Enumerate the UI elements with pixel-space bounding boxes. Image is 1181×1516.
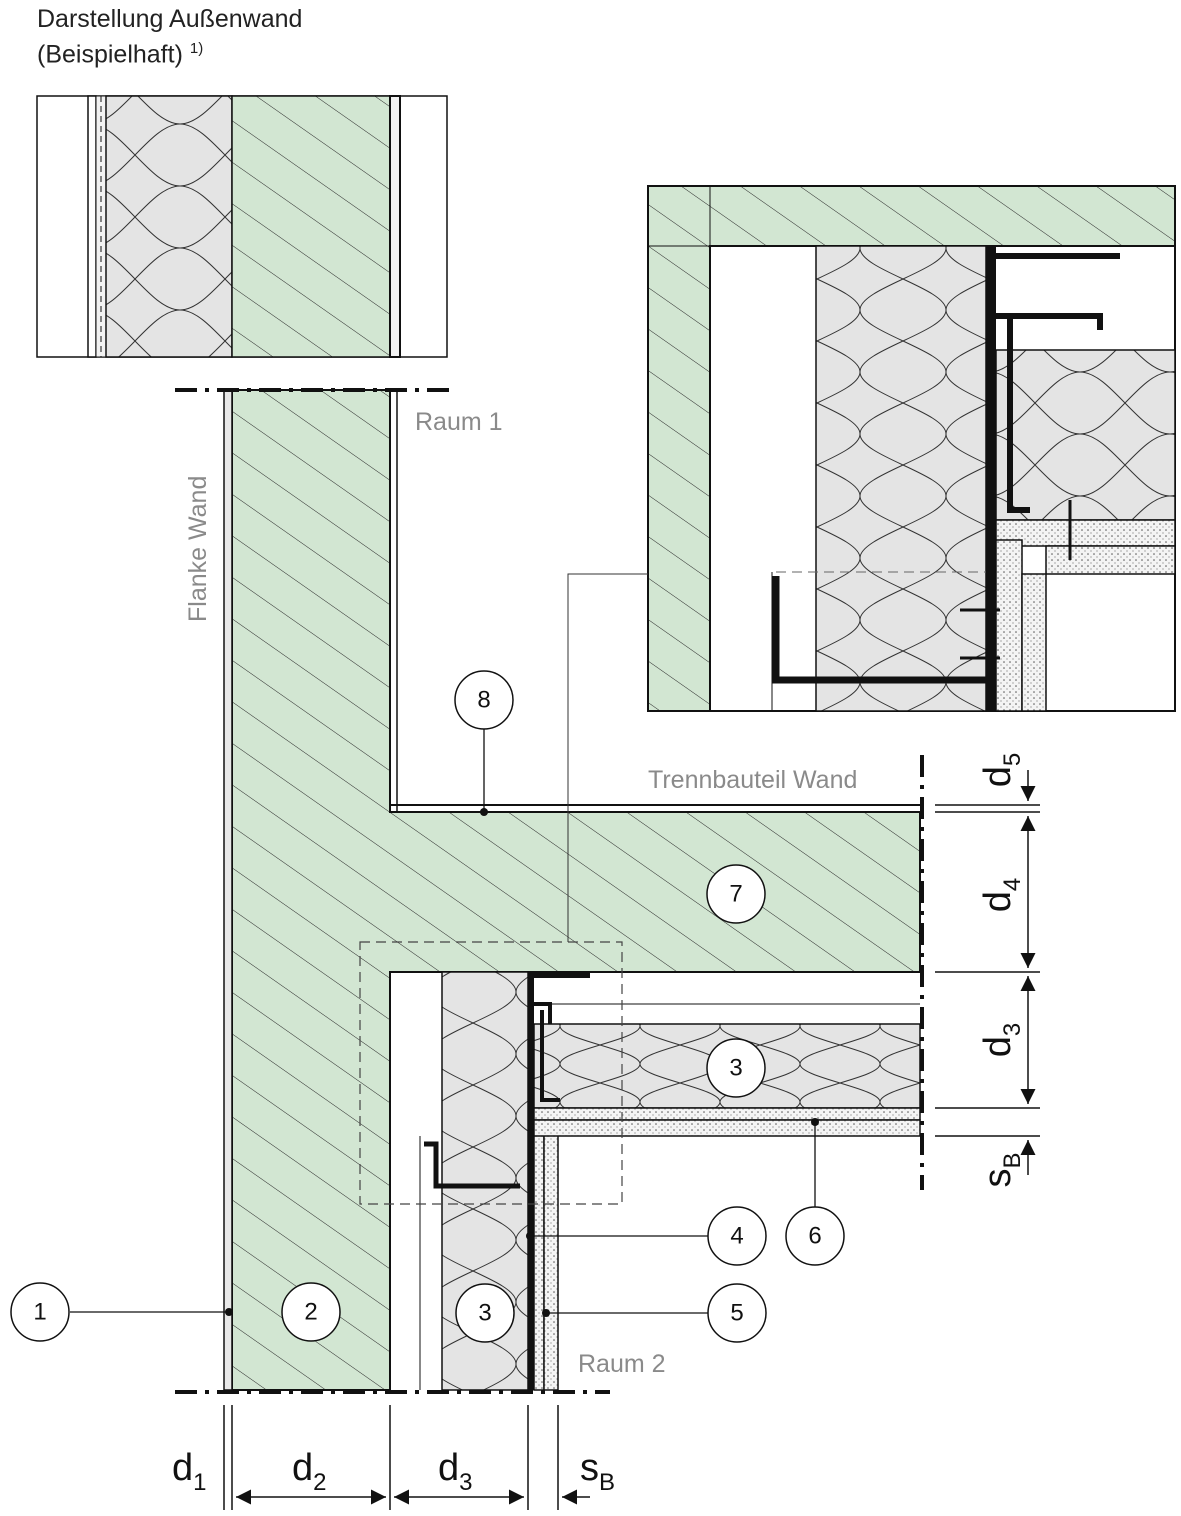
dim-d3-right: d3 <box>977 1023 1026 1058</box>
callout-1: 1 <box>10 1282 70 1342</box>
callout-7: 7 <box>706 864 766 924</box>
svg-text:4: 4 <box>730 1223 743 1250</box>
svg-text:8: 8 <box>477 687 490 714</box>
svg-text:3: 3 <box>729 1055 742 1082</box>
callout-5: 5 <box>707 1283 767 1343</box>
label-flanke-wand: Flanke Wand <box>184 476 212 622</box>
cut-lines <box>175 388 924 1394</box>
zoom-leader <box>567 573 648 942</box>
label-raum-2: Raum 2 <box>578 1350 666 1378</box>
leader-dots <box>225 808 819 1317</box>
dim-d2: d2 <box>292 1447 327 1496</box>
callout-8: 8 <box>454 670 514 730</box>
dim-d3: d3 <box>438 1447 473 1496</box>
callout-3-partition: 3 <box>706 1038 766 1098</box>
title-line-2: (Beispielhaft) 1) <box>37 40 203 69</box>
svg-text:2: 2 <box>304 1299 317 1326</box>
svg-text:1: 1 <box>33 1299 46 1326</box>
label-trennbauteil: Trennbauteil Wand <box>648 766 857 794</box>
title-line-1: Darstellung Außenwand <box>37 5 303 33</box>
example-outer-wall <box>36 95 448 358</box>
svg-text:3: 3 <box>478 1300 491 1327</box>
svg-text:5: 5 <box>730 1300 743 1327</box>
detail-frame <box>359 941 623 1205</box>
title-text: (Beispielhaft) <box>37 40 183 69</box>
label-raum-1: Raum 1 <box>415 408 503 436</box>
dim-d4: d4 <box>977 878 1026 913</box>
dim-d1: d1 <box>172 1447 207 1496</box>
footnote-marker: 1) <box>189 40 204 57</box>
callout-4: 4 <box>707 1206 767 1266</box>
callout-6: 6 <box>785 1206 845 1266</box>
svg-text:6: 6 <box>808 1223 821 1250</box>
callout-3-flank: 3 <box>455 1283 515 1343</box>
dim-sb-right: sB <box>977 1152 1026 1187</box>
dim-d5: d5 <box>977 753 1026 788</box>
svg-text:7: 7 <box>729 881 742 908</box>
callout-leaders <box>70 726 816 1314</box>
right-dimension-lines <box>935 770 1040 1175</box>
dim-sb: sB <box>580 1447 615 1496</box>
callout-2: 2 <box>281 1282 341 1342</box>
bottom-dimension-lines <box>223 1405 590 1510</box>
zoom-detail <box>647 185 1176 712</box>
